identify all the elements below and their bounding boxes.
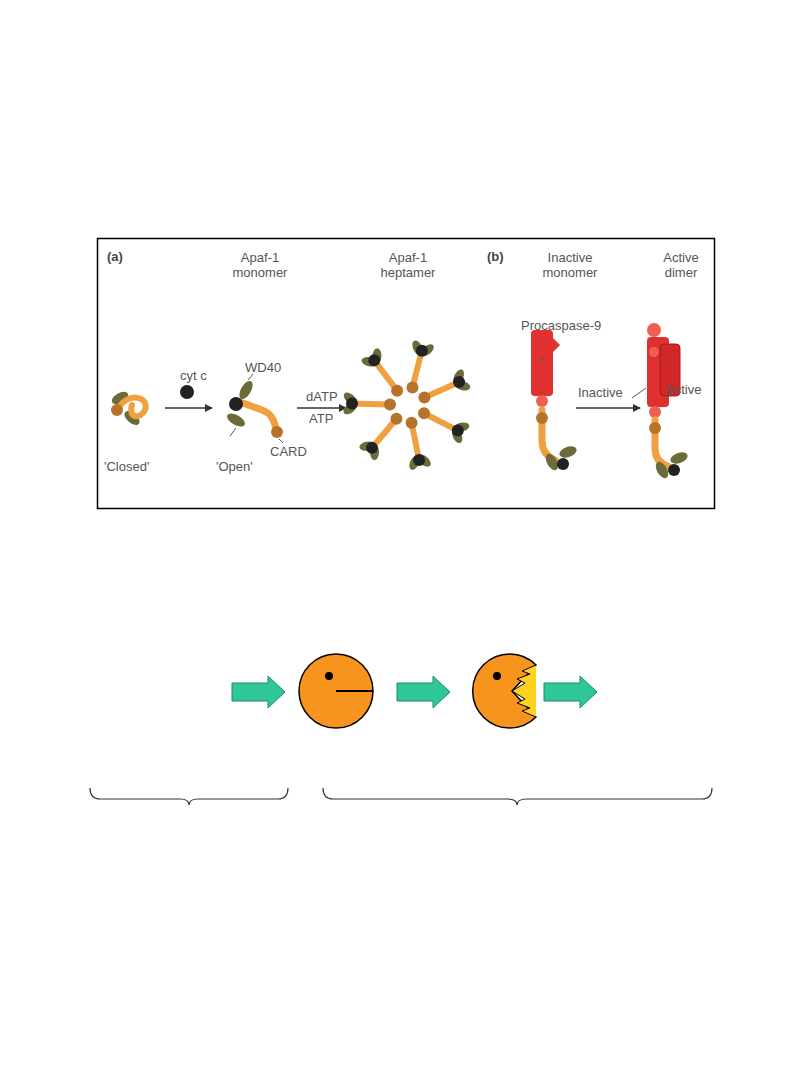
heptamer-part (391, 385, 403, 397)
caspase-cartoon (90, 654, 712, 805)
heptamer-part (418, 392, 430, 404)
closed-apaf1 (110, 389, 146, 427)
panel-title: Apaf-1 heptamer (373, 250, 443, 280)
state-label: 'Open' (216, 459, 253, 474)
heptamer-part (368, 354, 380, 366)
procaspase9-dimer (632, 323, 689, 480)
heptamer-part (346, 398, 358, 410)
apaf1-heptamer (341, 339, 471, 472)
heptamer-part (384, 399, 396, 411)
panel-letter: (b) (487, 249, 504, 264)
panel-title: Apaf-1 monomer (225, 250, 295, 280)
heptamer-part (418, 407, 430, 419)
heptamer-part (390, 413, 402, 425)
heptamer-part (416, 345, 428, 357)
frame (98, 239, 715, 509)
domain-label: WD40 (245, 360, 281, 375)
state-label: 'Closed' (104, 459, 149, 474)
arrow (576, 407, 640, 409)
state-label: Inactive (578, 385, 623, 400)
panel-letter: (a) (107, 249, 123, 264)
heptamer-part (453, 376, 465, 388)
panel-title: Inactive monomer (535, 250, 605, 280)
procaspase9-monomer (531, 330, 578, 472)
heptamer-part (406, 382, 418, 394)
domain-label: CARD (270, 444, 307, 459)
heptamer-part (406, 417, 418, 429)
arrow (165, 407, 212, 409)
heptamer-part (452, 425, 464, 437)
cofactor-label: dATP (306, 389, 338, 404)
heptamer-part (413, 454, 425, 466)
cytc-dot (180, 385, 194, 399)
molecule-label: cyt c (180, 368, 207, 383)
heptamer-part (366, 442, 378, 454)
cofactor-label: ATP (309, 411, 333, 426)
open-apaf1 (225, 374, 283, 443)
protein-label: Procaspase-9 (521, 318, 601, 333)
state-label: Active (666, 382, 701, 397)
arrow (297, 407, 346, 409)
panel-title: Active dimer (648, 250, 714, 280)
